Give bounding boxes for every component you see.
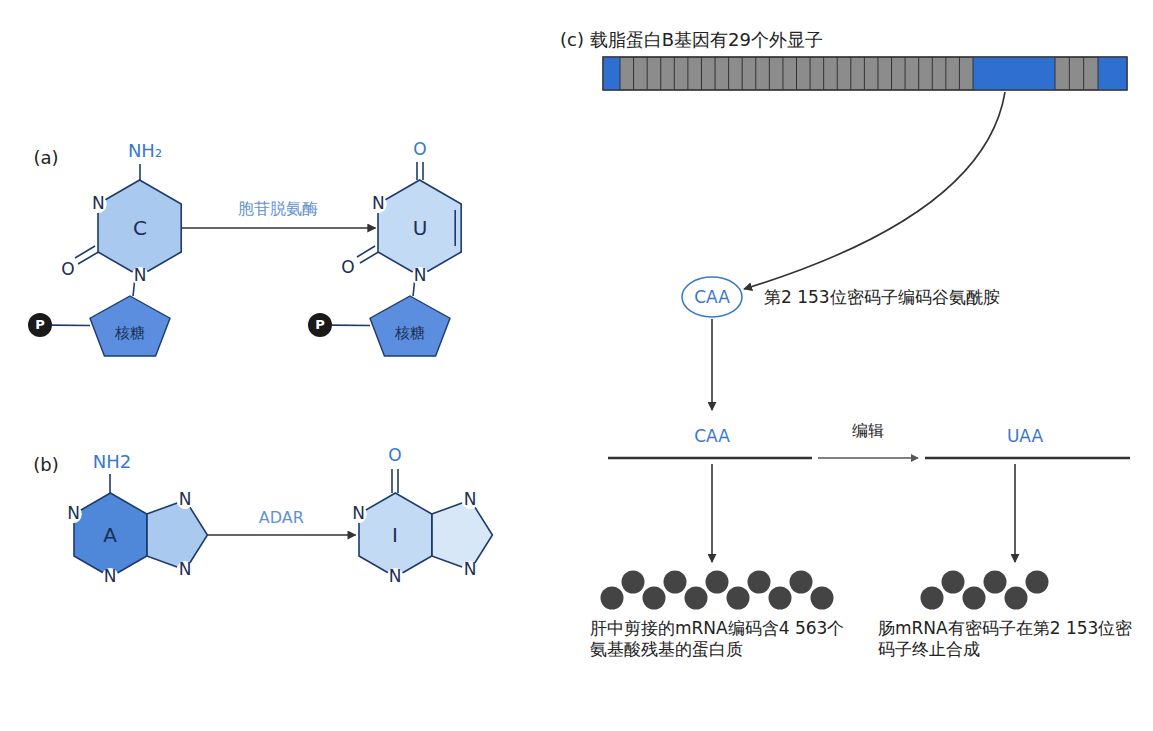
gene-bar — [603, 57, 1127, 90]
panel-label: (a) — [33, 147, 58, 170]
node-text: I — [392, 524, 398, 546]
node-text: P — [35, 318, 45, 332]
atom-label: N — [350, 505, 367, 523]
codon-note: 第2 153位密码子编码谷氨酰胺 — [764, 287, 1000, 308]
bond-line — [332, 324, 370, 326]
mrna-line — [608, 457, 812, 460]
atom-label: N — [102, 568, 119, 586]
result-note: 肠mRNA有密码子在第2 153位密码子终止合成 — [878, 618, 1146, 661]
panel-title: (c) 载脂蛋白B基因有29个外显子 — [560, 29, 823, 52]
flow-arrow — [711, 319, 713, 410]
atom-label: N — [370, 195, 387, 213]
codon-label: UAA — [1007, 426, 1043, 447]
atom-label: N — [412, 267, 429, 285]
protein-chain — [601, 571, 1049, 610]
flow-arrow — [1014, 464, 1016, 562]
atom-label: N — [65, 505, 82, 523]
pyrimidine-ring: C — [98, 180, 181, 276]
arrow-label: 编辑 — [852, 421, 884, 441]
node-text: 核糖 — [395, 325, 425, 342]
atom-label: N — [462, 561, 479, 579]
edit-arrow — [818, 457, 918, 458]
atom-label: O — [386, 447, 403, 465]
panel-label: (b) — [33, 454, 58, 477]
node-text: P — [315, 318, 325, 332]
bonds — [75, 162, 423, 493]
atom-label: N — [132, 267, 149, 285]
atom-label: N — [387, 568, 404, 586]
atom-label: N — [177, 561, 194, 579]
ribose-pentagon: 核糖 — [90, 296, 170, 356]
node-text: A — [103, 524, 117, 546]
atom-label: N — [462, 491, 479, 509]
node-text: C — [133, 217, 147, 239]
atom-label: O — [411, 141, 428, 159]
flow-arrow — [711, 464, 713, 562]
result-note: 肝中剪接的mRNA编码含4 563个氨基酸残基的蛋白质 — [590, 618, 858, 661]
pointer-arrow — [744, 92, 1005, 289]
reaction-arrow — [182, 227, 376, 229]
node-text: CAA — [694, 288, 730, 307]
codon-label: CAA — [694, 426, 730, 447]
group-label: NH2 — [93, 451, 131, 474]
enzyme-label: 胞苷脱氨酶 — [235, 199, 321, 220]
atom-label: O — [59, 261, 76, 279]
atom-label: N — [177, 491, 194, 509]
pyrimidine-ring: U — [378, 180, 461, 276]
node-text: 核糖 — [115, 325, 145, 342]
codon-circle: CAA — [682, 277, 742, 317]
bond-line — [52, 324, 90, 326]
atom-label: N — [90, 195, 107, 213]
reaction-arrow — [207, 534, 356, 536]
mrna-line — [925, 457, 1130, 460]
ribose-pentagon: 核糖 — [370, 296, 450, 356]
node-text: U — [413, 217, 428, 239]
group-label: NH₂ — [128, 140, 162, 163]
phosphate-dot: P — [308, 313, 332, 337]
atom-label: O — [339, 259, 356, 277]
enzyme-label: ADAR — [256, 508, 307, 527]
phosphate-dot: P — [28, 313, 52, 337]
